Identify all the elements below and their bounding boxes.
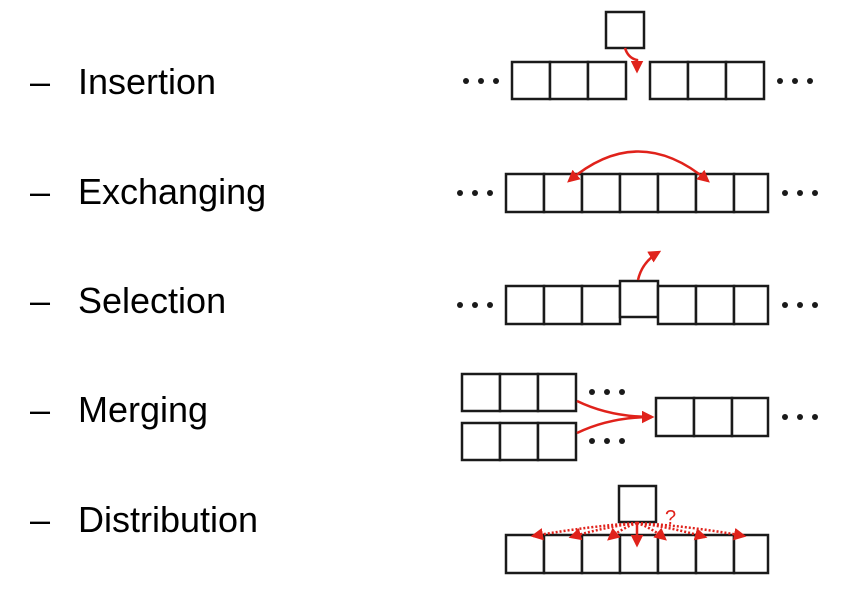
- array-cell: [498, 421, 540, 462]
- array-cell: [732, 533, 770, 575]
- distribute-arrow: [636, 521, 708, 541]
- ellipsis-dots: [782, 190, 818, 196]
- ellipsis-dots: [777, 78, 813, 84]
- ellipsis-dots: [782, 302, 818, 308]
- array-cell: [510, 60, 552, 101]
- array-cell: [618, 533, 660, 575]
- row-insertion: –Insertion: [30, 64, 216, 100]
- array-cell: [694, 284, 736, 326]
- label-distribution: Distribution: [78, 499, 259, 540]
- array-cell: [724, 60, 766, 101]
- exchanging-diagram: [457, 150, 818, 214]
- label-insertion: Insertion: [78, 61, 217, 102]
- array-cell: [686, 60, 728, 101]
- array-cell: [692, 396, 734, 438]
- merging-diagram: [460, 372, 818, 462]
- selected-cell: [618, 279, 660, 319]
- array-cell: [656, 172, 698, 214]
- array-cell: [654, 396, 696, 438]
- insertion-diagram: [463, 10, 813, 101]
- row-exchanging: –Exchanging: [30, 174, 266, 210]
- label-exchanging: Exchanging: [78, 171, 267, 212]
- array-cell: [730, 396, 770, 438]
- ellipsis-dots: [463, 78, 499, 84]
- array-cell: [498, 372, 540, 413]
- array-cell: [580, 284, 622, 326]
- array-cell: [542, 533, 584, 575]
- distribute-arrow: [607, 521, 638, 541]
- array-cell: [648, 60, 690, 101]
- element-to-insert: [604, 10, 646, 50]
- bullet-dash: –: [30, 171, 51, 212]
- ellipsis-dots: [782, 414, 818, 420]
- bullet-dash: –: [30, 280, 51, 321]
- question-mark: ?: [665, 507, 676, 529]
- array-cell: [694, 172, 736, 214]
- array-cell: [504, 172, 546, 214]
- array-cell: [542, 284, 584, 326]
- array-cell: [580, 172, 622, 214]
- swap-arrow: [567, 150, 710, 183]
- select-arrow: [636, 250, 662, 281]
- bullet-dash: –: [30, 499, 51, 540]
- ellipsis-dots: [589, 389, 625, 395]
- distribute-arrow: [530, 521, 638, 541]
- row-merging: –Merging: [30, 392, 208, 428]
- distribute-arrow: [568, 521, 638, 541]
- array-cell: [504, 284, 546, 326]
- merge-arrow: [576, 399, 655, 424]
- array-cell: [732, 172, 770, 214]
- array-cell: [504, 533, 546, 575]
- array-cell: [536, 372, 578, 413]
- row-distribution: –Distribution: [30, 502, 258, 538]
- insert-arrow: [623, 47, 644, 74]
- array-cell: [460, 372, 502, 413]
- array-cell: [586, 60, 628, 101]
- merge-arrow: [576, 415, 653, 435]
- array-cell: [460, 421, 502, 462]
- label-selection: Selection: [78, 280, 227, 321]
- element-to-distribute: [617, 484, 658, 524]
- array-cell: [656, 284, 698, 326]
- bullet-dash: –: [30, 61, 51, 102]
- label-merging: Merging: [78, 389, 209, 430]
- distribute-arrow: [636, 521, 747, 541]
- array-cell: [694, 533, 736, 575]
- distribute-arrow: [636, 521, 667, 541]
- array-cell: [548, 60, 590, 101]
- array-cell: [536, 421, 578, 462]
- ellipsis-dots: [457, 190, 493, 196]
- array-cell: [580, 533, 622, 575]
- bullet-dash: –: [30, 389, 51, 430]
- ellipsis-dots: [589, 438, 625, 444]
- selection-diagram: [457, 250, 818, 326]
- array-cell: [542, 172, 584, 214]
- distribution-diagram: ?: [504, 484, 770, 575]
- array-cell: [656, 533, 698, 575]
- array-cell: [618, 172, 660, 214]
- row-selection: –Selection: [30, 283, 226, 319]
- ellipsis-dots: [457, 302, 493, 308]
- array-cell: [732, 284, 770, 326]
